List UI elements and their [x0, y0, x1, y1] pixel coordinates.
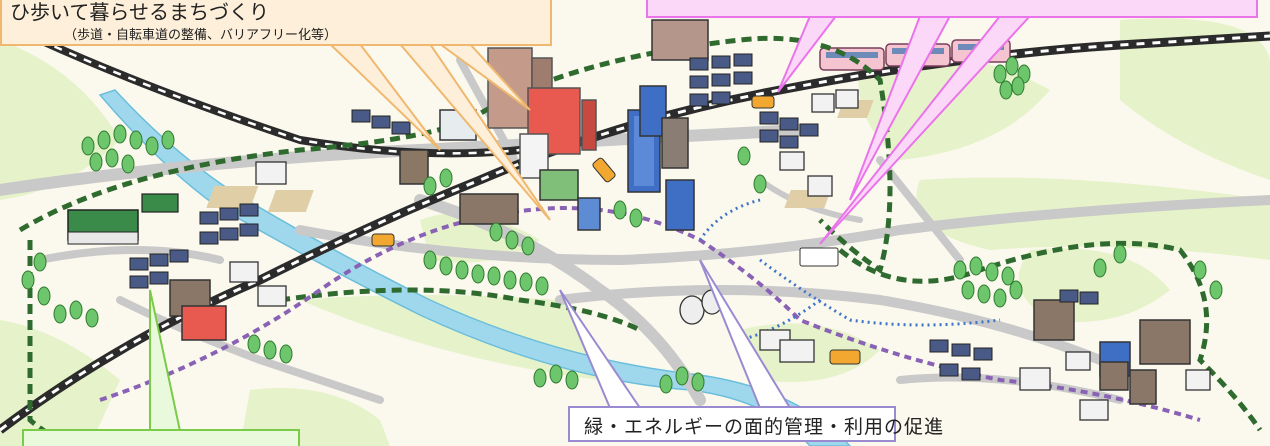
walkable-town-subtitle: （歩道・自転車道の整備、バリアフリー化等）: [64, 28, 338, 43]
downtown-buildings: [169, 19, 1191, 405]
white-buildings: [229, 89, 1211, 421]
vehicles: [371, 95, 861, 365]
green-energy-callout: 緑・エネルギーの面的管理・利用の促進: [568, 406, 943, 442]
green-energy-text: 緑・エネルギーの面的管理・利用の促進: [584, 416, 945, 438]
warehouse: [67, 193, 179, 245]
land-parcels: [206, 100, 874, 212]
transit-callout: [646, 0, 1258, 18]
walkable-town-title: ひ歩いて暮らせるまちづくり: [10, 0, 269, 24]
compact-city-callout: [22, 429, 300, 446]
roads: [0, 56, 1270, 406]
blue-route: [698, 198, 1001, 342]
purple-route: [99, 206, 1201, 422]
trees: [21, 56, 1223, 394]
gas-tanks: [679, 289, 723, 325]
walkable-town-callout: ひ歩いて暮らせるまちづくり （歩道・自転車道の整備、バリアフリー化等）: [0, 0, 552, 46]
houses: [129, 53, 1099, 381]
